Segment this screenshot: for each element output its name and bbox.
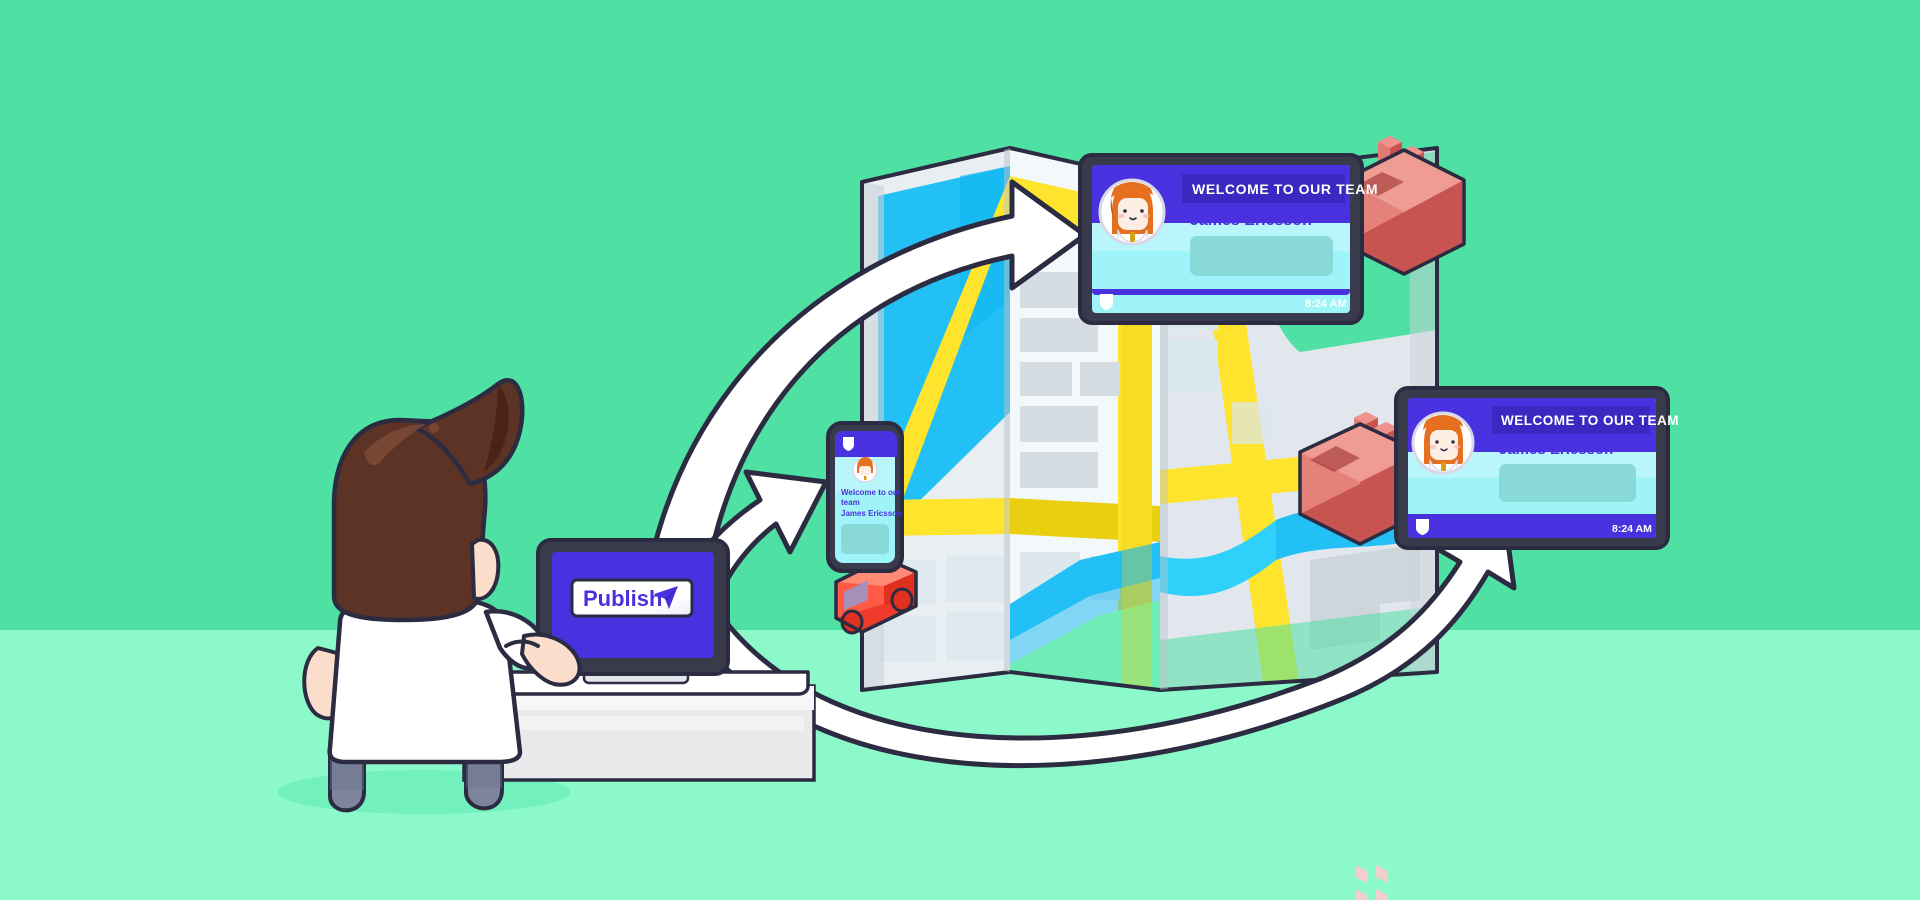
publish-button-label: Publish (583, 586, 662, 611)
screen-top-time: 8:24 AM (1305, 298, 1347, 310)
screen-right-placeholder-block (1499, 464, 1636, 502)
person-publishing (302, 378, 582, 813)
screen-right[interactable]: WELCOME TO OUR TEAM James Ericsson (1394, 386, 1679, 550)
screen-top-heading: WELCOME TO OUR TEAM (1192, 181, 1378, 197)
screen-top-shield-icon (1100, 294, 1113, 310)
screen-top-avatar-icon (1098, 178, 1166, 246)
phone-message-line2: team (841, 498, 860, 507)
publish-button[interactable]: Publish (570, 578, 694, 618)
screen-right-heading-chip (1492, 406, 1650, 434)
desk-pedestal (462, 684, 816, 782)
phone-avatar-icon (852, 457, 878, 483)
send-plane-icon (654, 586, 678, 609)
screen-top-heading-chip (1182, 174, 1345, 203)
screen-top-placeholder-block (1190, 236, 1333, 276)
screen-right-avatar-icon (1411, 411, 1475, 475)
screen-right-shield-icon (1416, 519, 1429, 535)
phone-message-line1: Welcome to our (841, 488, 901, 497)
screen-top[interactable]: WELCOME TO OUR TEAM James Ericsson (1078, 153, 1378, 325)
screen-right-time: 8:24 AM (1612, 523, 1652, 535)
delivery-truck (834, 556, 918, 635)
screen-right-heading: WELCOME TO OUR TEAM (1501, 413, 1679, 428)
screen-right-person-name: James Ericsson (1499, 441, 1613, 458)
factory-center-right (1298, 412, 1422, 546)
shield-icon (843, 437, 854, 451)
phone-device[interactable]: Welcome to our team James Ericsson (826, 421, 904, 573)
phone-placeholder-block (841, 524, 889, 554)
phone-person-name: James Ericsson (841, 509, 902, 518)
screen-top-person-name: James Ericsson (1190, 212, 1312, 229)
